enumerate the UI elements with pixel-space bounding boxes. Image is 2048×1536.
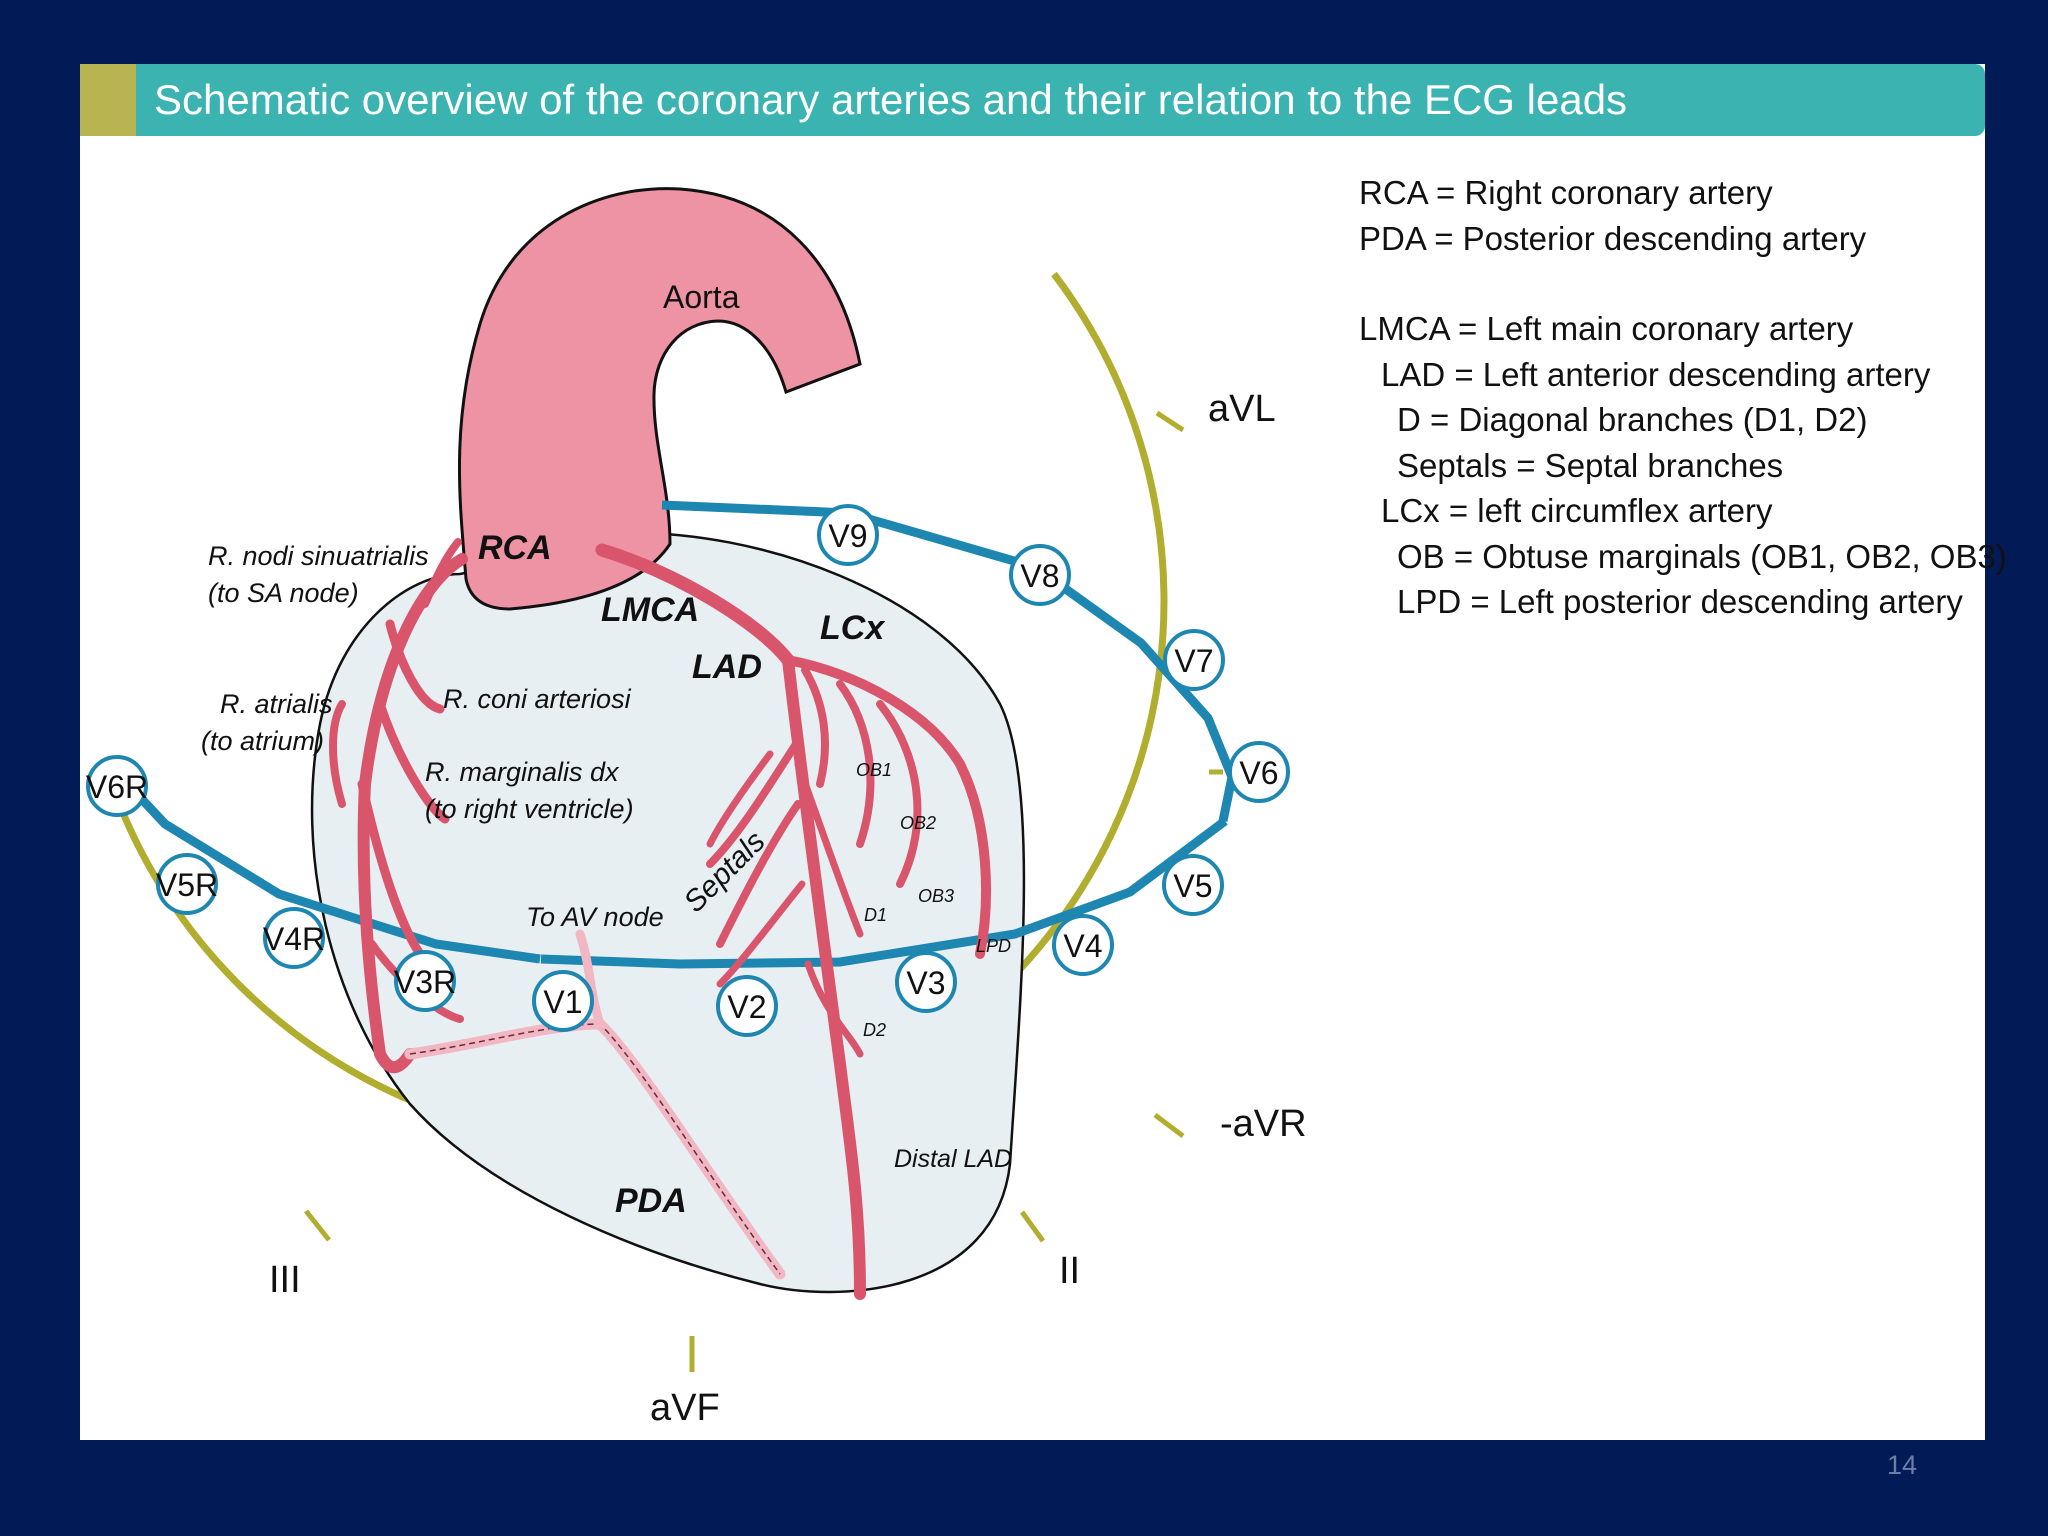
lead-node-circle — [263, 907, 325, 969]
lead-node-label: V5R — [156, 867, 218, 903]
lead-node-v3: V3 — [895, 951, 957, 1013]
tick-avl — [1155, 410, 1185, 433]
lead-label-avf: aVF — [650, 1387, 720, 1429]
lead-node-circle — [716, 975, 778, 1037]
label-lmca: LMCA — [601, 591, 699, 629]
legend-item-ob: OB = Obtuse marginals (OB1, OB2, OB3) — [1397, 537, 2007, 575]
label-d1: D1 — [864, 905, 887, 925]
label-lad: LAD — [692, 648, 762, 686]
label-r-marg-1: R. marginalis dx — [425, 757, 620, 787]
label-d2: D2 — [863, 1020, 886, 1040]
legend-item-septals: Septals = Septal branches — [1397, 446, 1784, 484]
left-arteries — [595, 543, 991, 1300]
lead-node-circle — [895, 951, 957, 1013]
lead-node-circle — [1163, 629, 1225, 691]
label-lcx: LCx — [820, 609, 886, 647]
label-r-nodi-1: R. nodi sinuatrialis — [208, 541, 429, 571]
lead-node-label: V4R — [263, 921, 325, 957]
title-accent — [80, 64, 136, 136]
coronary-diagram: Aorta RCA LMCA LCx LAD PDA Distal LAD To… — [86, 187, 1307, 1429]
tick-navr — [1153, 1113, 1185, 1138]
lead-node-circle — [1009, 544, 1071, 606]
precordial-nodes: V6R V5R V4R V3R V1 V2 V3 V4 V5 V6 V7 V8 V9 — [86, 504, 1290, 1037]
label-r-atrialis-1: R. atrialis — [220, 689, 333, 719]
label-to-av-node: To AV node — [526, 902, 664, 932]
pda-artery — [404, 929, 786, 1280]
tick-ii — [1019, 1210, 1046, 1243]
lead-label-avl: aVL — [1208, 388, 1276, 430]
lead-label-navr: -aVR — [1220, 1103, 1307, 1145]
heart-body — [310, 531, 1026, 1294]
lead-node-circle — [1162, 854, 1224, 916]
lead-label-ii: II — [1059, 1250, 1080, 1292]
label-pda: PDA — [615, 1182, 687, 1220]
aorta — [457, 187, 862, 611]
legend-item-d: D = Diagonal branches (D1, D2) — [1397, 401, 1868, 438]
lead-node-v1: V1 — [532, 970, 594, 1032]
lead-node-v7: V7 — [1163, 629, 1225, 691]
legend-spacer — [1359, 261, 1979, 306]
label-r-nodi-2: (to SA node) — [208, 578, 359, 608]
lead-node-v3r: V3R — [394, 950, 456, 1012]
limb-lead-ticks — [304, 410, 1223, 1372]
lead-node-circle — [817, 504, 879, 566]
lead-node-circle — [532, 970, 594, 1032]
legend-item-lad: LAD = Left anterior descending artery — [1381, 355, 1931, 393]
label-r-atrialis-2: (to atrium) — [201, 726, 324, 756]
label-r-coni: R. coni arteriosi — [443, 684, 632, 714]
label-ob2: OB2 — [900, 813, 936, 833]
lead-label-iii: III — [269, 1259, 301, 1301]
lead-node-v9: V9 — [817, 504, 879, 566]
tick-iii — [304, 1209, 331, 1242]
label-ob1: OB1 — [856, 760, 892, 780]
lead-node-circle — [1052, 914, 1114, 976]
slide-title: Schematic overview of the coronary arter… — [154, 76, 1628, 123]
legend-item-lcx: LCx = left circumflex artery — [1381, 492, 1773, 529]
slide: Schematic overview of the coronary arter… — [80, 64, 2007, 1440]
lead-node-label: V2 — [727, 989, 766, 1025]
lead-node-v2: V2 — [716, 975, 778, 1037]
lead-node-v5r: V5R — [156, 853, 218, 915]
page-number: 14 — [1887, 1450, 1918, 1480]
legend-item-lmca: LMCA = Left main coronary artery — [1359, 310, 1854, 347]
lead-node-label: V4 — [1063, 928, 1102, 964]
lead-node-v6r: V6R — [86, 755, 148, 817]
lead-node-label: V6R — [86, 769, 148, 805]
legend-item-pda: PDA = Posterior descending artery — [1359, 219, 1867, 257]
lead-node-v4: V4 — [1052, 914, 1114, 976]
lead-node-label: V8 — [1020, 558, 1059, 594]
label-lpd: LPD — [976, 936, 1011, 956]
label-rca: RCA — [478, 529, 552, 567]
lead-node-v6: V6 — [1228, 741, 1290, 803]
title-bar: Schematic overview of the coronary arter… — [80, 64, 1985, 136]
label-aorta: Aorta — [663, 279, 740, 315]
lead-node-label: V3 — [906, 965, 945, 1001]
lead-node-v4r: V4R — [263, 907, 325, 969]
lead-node-label: V3R — [394, 964, 456, 1000]
lead-node-circle — [156, 853, 218, 915]
legend-item-lpd: LPD = Left posterior descending artery — [1397, 583, 1963, 620]
lead-node-v8: V8 — [1009, 544, 1071, 606]
lead-node-label: V7 — [1174, 643, 1213, 679]
lead-node-label: V1 — [543, 984, 582, 1020]
lead-node-circle — [394, 950, 456, 1012]
legend-item-rca: RCA = Right coronary artery — [1359, 174, 1773, 211]
lead-node-label: V9 — [828, 518, 867, 554]
label-ob3: OB3 — [918, 886, 954, 906]
label-r-marg-2: (to right ventricle) — [425, 794, 634, 824]
lead-node-circle — [86, 755, 148, 817]
lead-node-circle — [1228, 741, 1290, 803]
lead-node-label: V5 — [1173, 868, 1212, 904]
lead-node-v5: V5 — [1162, 854, 1224, 916]
legend: RCA = Right coronary artery PDA = Poster… — [1359, 170, 2007, 625]
label-distal-lad: Distal LAD — [894, 1145, 1012, 1173]
lead-node-label: V6 — [1239, 755, 1278, 791]
rca-branches — [329, 538, 468, 1074]
